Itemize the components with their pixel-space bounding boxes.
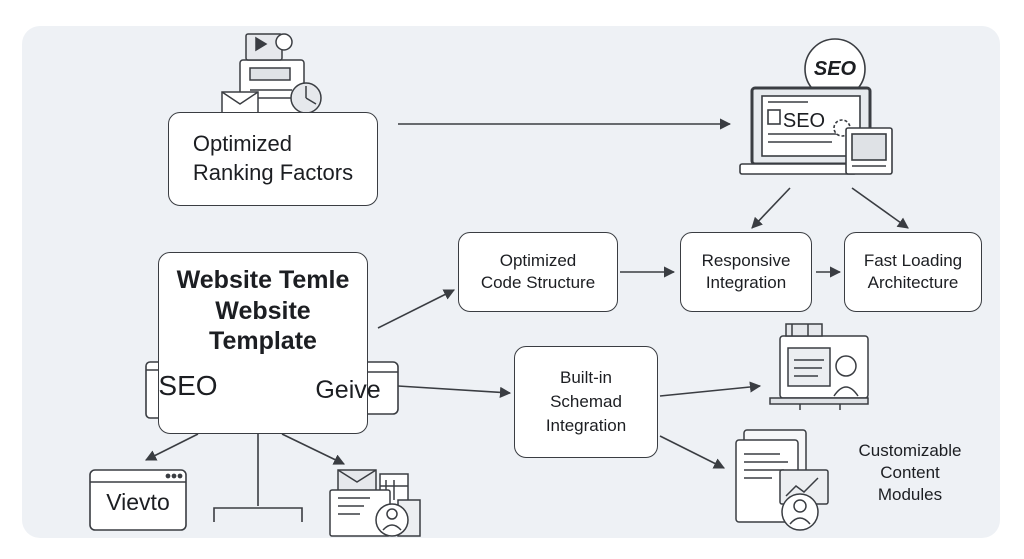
node-responsive-integration: Responsive Integration — [680, 232, 812, 312]
laptop-seo-text: SEO — [782, 110, 826, 132]
bracket-under-template — [213, 507, 303, 522]
node-website-template: Website Temle Website Template — [158, 252, 368, 434]
node-code-structure: Optimized Code Structure — [458, 232, 618, 312]
arrow-schema-to-document — [659, 435, 726, 469]
arrow-laptop-to-fast — [851, 187, 909, 229]
arrow-template-to-code — [377, 289, 456, 329]
node-code-structure-label: Optimized Code Structure — [480, 250, 596, 292]
node-schema-integration: Built-in Schemad Integration — [514, 346, 658, 458]
document-person-icon — [329, 469, 421, 537]
document-chart-icon — [735, 429, 829, 531]
monitor-person-icon — [769, 323, 869, 410]
arrow-schema-to-monitor — [659, 381, 762, 397]
node-ranking-factors-label: Optimized Ranking Factors — [192, 131, 354, 185]
seo-badge-text: SEO — [813, 58, 857, 80]
arrow-geive-to-schema — [397, 385, 512, 398]
node-fast-loading: Fast Loading Architecture — [844, 232, 982, 312]
node-fast-loading-label: Fast Loading Architecture — [863, 250, 963, 292]
node-schema-integration-label: Built-in Schemad Integration — [545, 367, 627, 436]
node-responsive-integration-label: Responsive Integration — [701, 250, 791, 292]
browser-frame-vievto — [89, 469, 187, 531]
arrow-template-to-document-icon — [281, 433, 346, 465]
arrow-template-to-vievto — [144, 433, 199, 461]
documents-icon — [221, 33, 322, 117]
arrow-laptop-to-responsive — [751, 187, 791, 229]
node-website-template-label: Website Temle Website Template — [176, 266, 350, 355]
custom-modules-label: Customizable Content Modules — [858, 441, 962, 505]
node-ranking-factors: Optimized Ranking Factors — [168, 112, 378, 206]
seo-tag-label: SEO — [158, 370, 218, 401]
geive-tag-label: Geive — [315, 376, 381, 404]
seo-laptop-icon — [739, 38, 893, 175]
vievto-label: Vievto — [106, 489, 170, 515]
